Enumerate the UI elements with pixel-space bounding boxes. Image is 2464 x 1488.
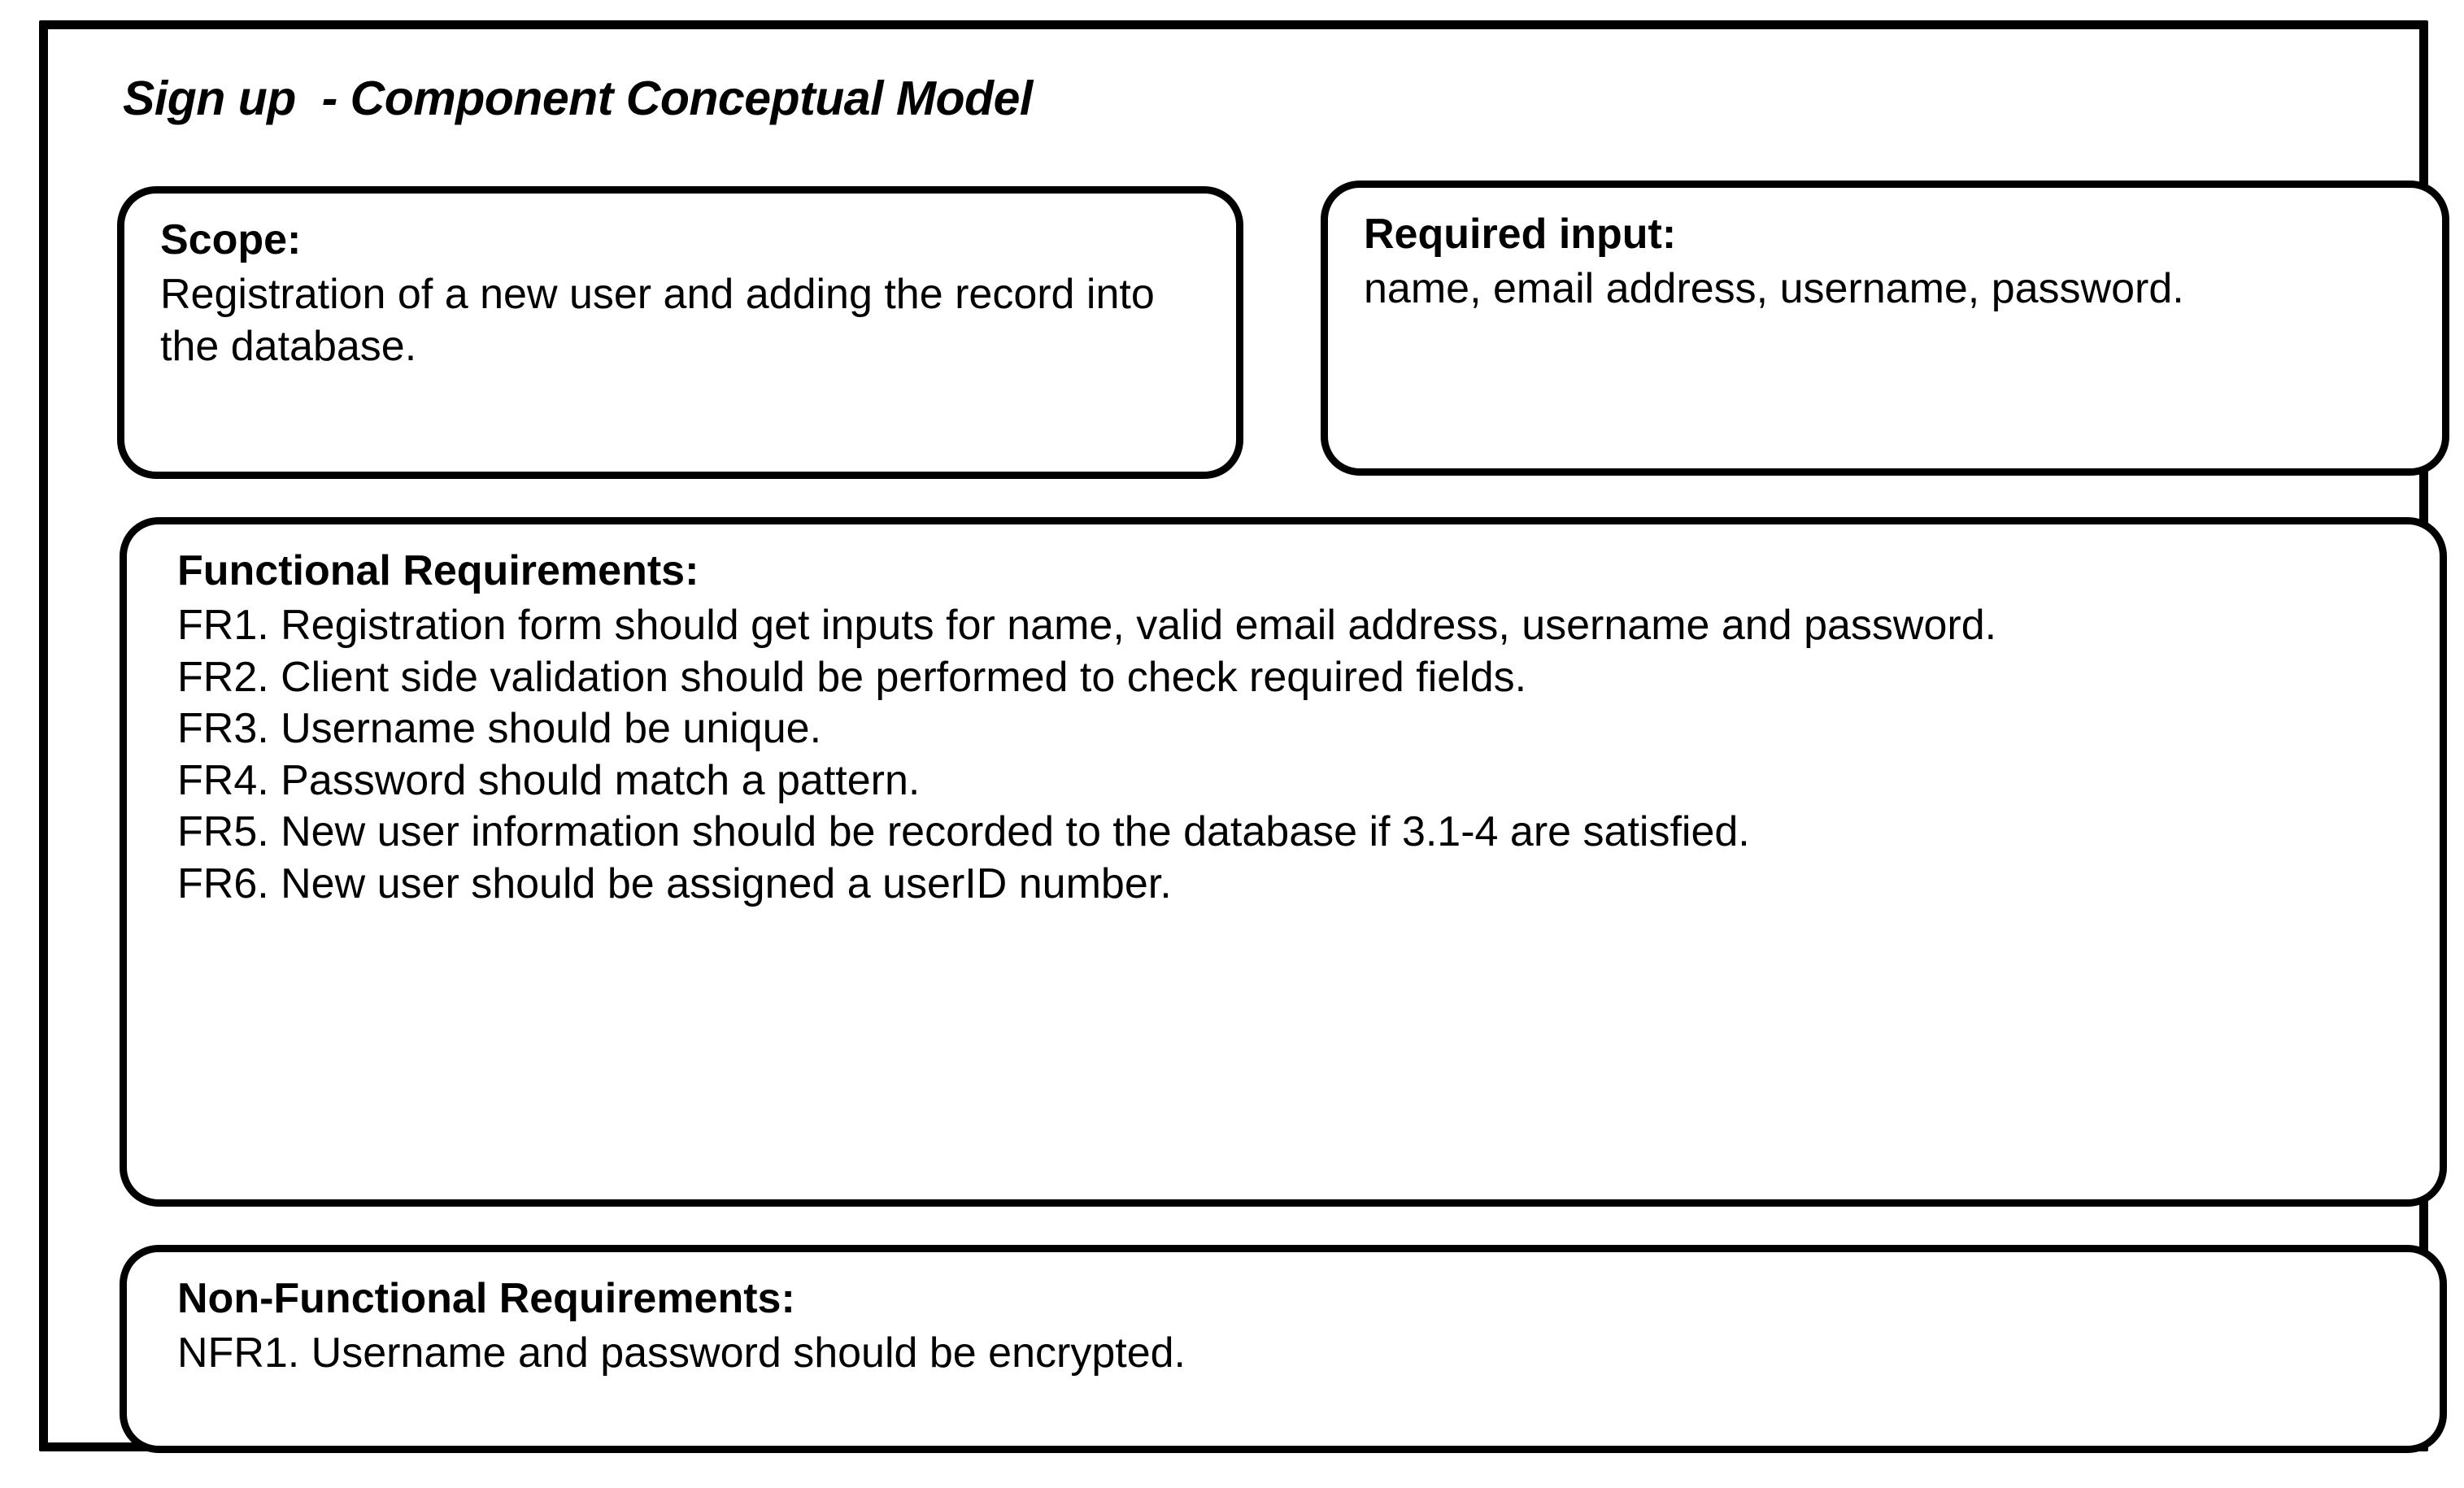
non-functional-requirements-card: Non-Functional Requirements: NFR1. Usern… (120, 1245, 2447, 1453)
list-item: NFR1. Username and password should be en… (177, 1329, 1186, 1377)
non-functional-requirements-list: NFR1. Username and password should be en… (177, 1328, 2409, 1379)
list-item: FR4. Password should match a pattern. (177, 756, 921, 804)
scope-card: Scope: Registration of a new user and ad… (117, 186, 1243, 479)
list-item: FR6. New user should be assigned a userI… (177, 859, 1172, 907)
functional-requirements-heading: Functional Requirements: (177, 547, 699, 594)
list-item: FR3. Username should be unique. (177, 705, 822, 753)
diagram-title: Sign up - Component Conceptual Model (123, 72, 1033, 125)
required-input-body: name, email address, username, password. (1364, 265, 2184, 313)
list-item: FR5. New user information should be reco… (177, 808, 1750, 856)
list-item: FR1. Registration form should get inputs… (177, 602, 1997, 650)
functional-requirements-card: Functional Requirements: FR1. Registrati… (120, 517, 2447, 1207)
scope-body: Registration of a new user and adding th… (160, 271, 1167, 370)
scope-heading: Scope: (160, 216, 302, 263)
non-functional-requirements-heading: Non-Functional Requirements: (177, 1275, 795, 1322)
functional-requirements-list: FR1. Registration form should get inputs… (177, 600, 2409, 910)
diagram-outer-frame: Sign up - Component Conceptual Model Sco… (39, 20, 2449, 1453)
required-input-heading: Required input: (1364, 211, 1677, 258)
list-item: FR2. Client side validation should be pe… (177, 653, 1527, 701)
required-input-card: Required input: name, email address, use… (1321, 181, 2449, 476)
